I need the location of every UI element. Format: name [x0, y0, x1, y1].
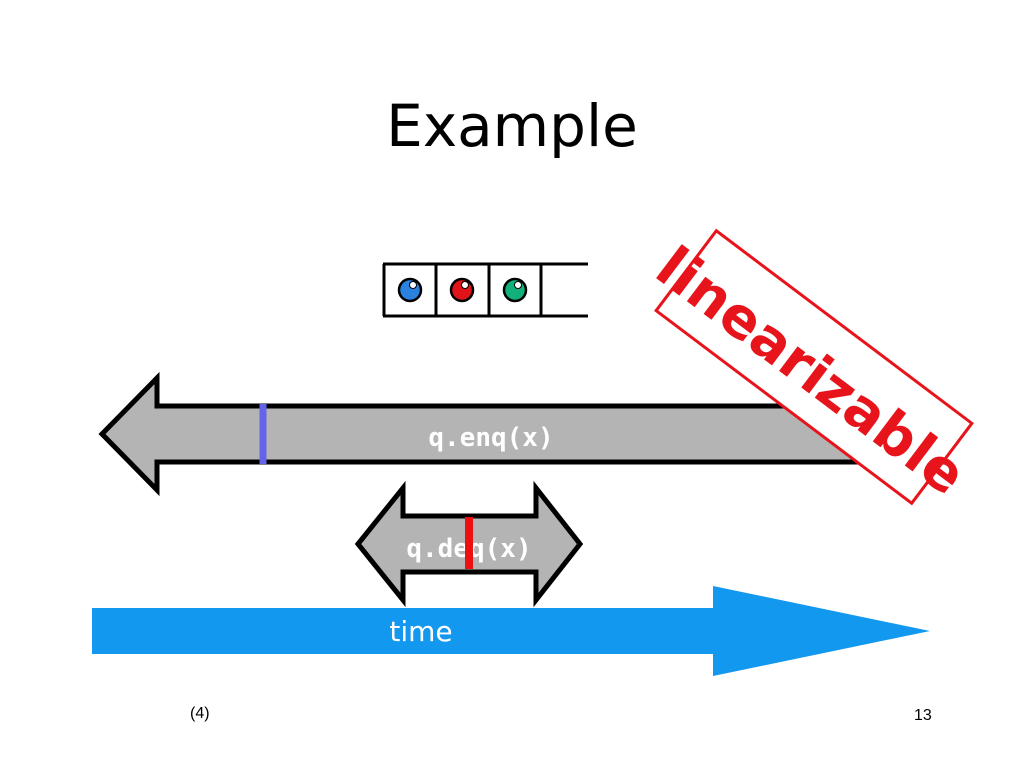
deq-interval: q.deq(x): [354, 480, 584, 608]
queue-item-red: [449, 277, 475, 303]
time-arrow: time: [92, 586, 930, 676]
enq-interval: q.enq(x): [98, 371, 861, 497]
queue-item-blue: [397, 277, 423, 303]
stamp-text: linearizable: [644, 235, 977, 509]
slide-title: Example: [386, 92, 638, 160]
footer-left: (4): [190, 705, 210, 722]
time-label: time: [389, 615, 452, 648]
page-number: 13: [914, 707, 932, 724]
queue-item-green: [502, 277, 528, 303]
queue: [382, 262, 588, 318]
enq-label: q.enq(x): [428, 423, 553, 453]
linearizable-stamp: linearizable: [644, 228, 977, 509]
